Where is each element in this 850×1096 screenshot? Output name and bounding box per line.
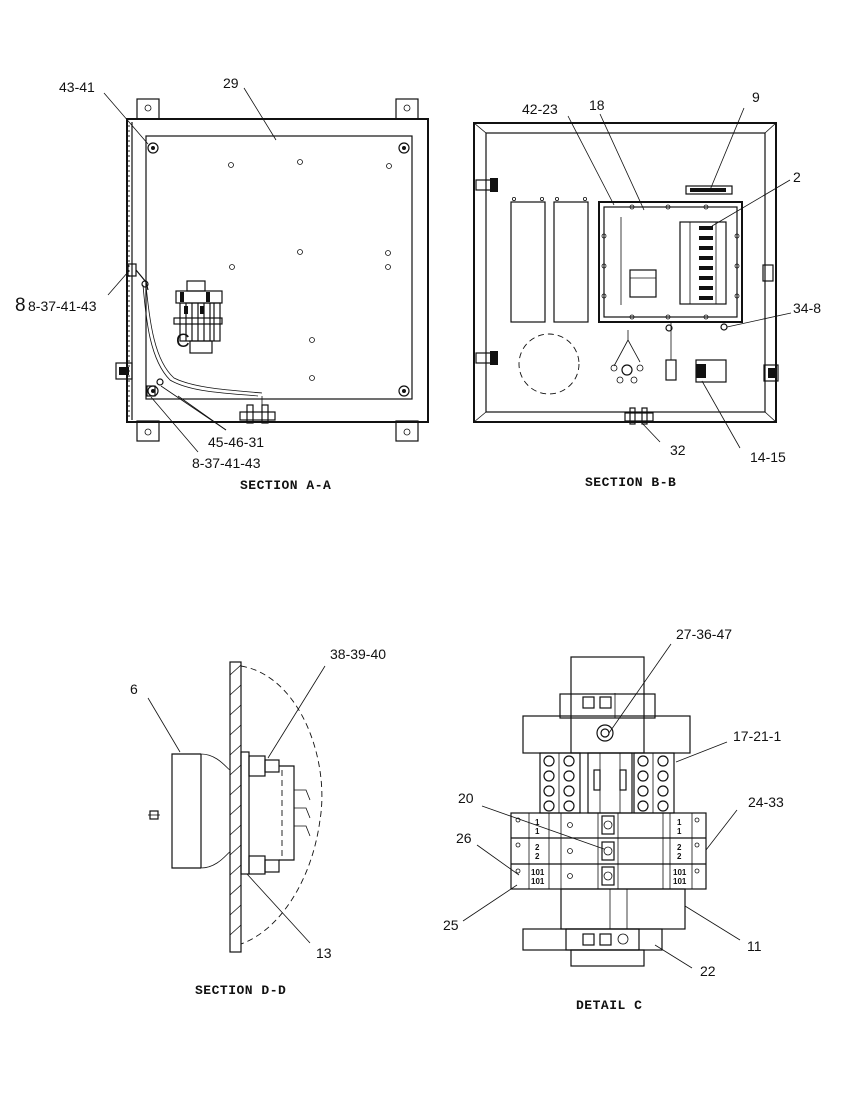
callout-13: 13	[316, 945, 332, 961]
callout-26: 26	[456, 830, 472, 846]
section-bb-view	[473, 122, 779, 425]
wall-hatch	[229, 664, 242, 936]
callout-38-39-40: 38-39-40	[330, 646, 386, 662]
callout-14-15: 14-15	[750, 449, 786, 465]
knockout-plate-right	[553, 201, 589, 323]
section-aa-view: C	[115, 98, 429, 442]
callout-27-36-47: 27-36-47	[676, 626, 732, 642]
callout-17-21-1: 17-21-1	[733, 728, 781, 744]
section-dd-view	[148, 661, 323, 953]
callout-42-23: 42-23	[522, 101, 558, 117]
terminal-mark-left: 2	[535, 852, 540, 861]
center-fastener	[596, 724, 614, 742]
callout-8-left: 8	[15, 295, 26, 316]
door-hinges	[475, 178, 779, 382]
caption-section-dd: SECTION D-D	[195, 983, 286, 998]
callout-8-37-41-43-bottom: 8-37-41-43	[192, 455, 261, 471]
terminal-assembly	[173, 280, 223, 354]
panel-holes	[228, 159, 392, 381]
terminal-mark-right: 2	[677, 852, 682, 861]
terminal-strip-bb	[679, 221, 727, 305]
terminal-mark-right: 2	[677, 843, 682, 852]
upper-terminals	[539, 752, 675, 814]
callout-34-8: 34-8	[793, 300, 821, 316]
detail-c-view: 1 1 2 2 101 101 1 1 2 2 101 101	[510, 656, 707, 967]
back-panel	[145, 135, 413, 400]
callout-18: 18	[589, 97, 605, 113]
terminal-mark-left: 1	[535, 827, 540, 836]
callout-29: 29	[223, 75, 239, 91]
housing-top	[570, 656, 645, 754]
subpanel-screws	[601, 204, 740, 320]
callout-9: 9	[752, 89, 760, 105]
terminal-mark-right: 101	[673, 877, 687, 886]
ground-bracket-bb	[624, 407, 654, 425]
callout-25: 25	[443, 917, 459, 933]
wire-harness	[142, 284, 259, 397]
callout-11: 11	[747, 938, 762, 954]
terminal-mark-right: 1	[677, 827, 682, 836]
cable-fan	[613, 330, 641, 367]
knockout-plate-left	[510, 201, 546, 323]
terminal-mark-left: 2	[535, 843, 540, 852]
enclosure-outline	[126, 118, 429, 423]
terminal-mark-left: 101	[531, 868, 545, 877]
relay-module	[629, 269, 657, 298]
terminal-mark-right: 101	[673, 868, 687, 877]
terminal-mark-right: 1	[677, 818, 682, 827]
ground-bracket-aa	[239, 396, 276, 424]
callout-6: 6	[130, 681, 138, 697]
terminal-mark-left: 1	[535, 818, 540, 827]
control-subpanel	[598, 201, 743, 323]
label-plate	[685, 185, 733, 195]
housing-bottom	[560, 888, 686, 930]
callout-43-41: 43-41	[59, 79, 95, 95]
conduit-knockout	[518, 333, 580, 395]
enclosure-frame-bb	[473, 122, 777, 423]
callout-20: 20	[458, 790, 474, 806]
corner-bolts	[147, 142, 410, 397]
caption-detail-c: DETAIL C	[576, 998, 642, 1013]
mounting-plate	[240, 751, 250, 875]
callout-22: 22	[700, 963, 716, 979]
callout-2: 2	[793, 169, 801, 185]
callout-8-37-41-43-top: 8-37-41-43	[28, 298, 97, 314]
side-clips	[115, 263, 164, 397]
caption-section-aa: SECTION A-A	[240, 478, 331, 493]
door-box	[171, 753, 201, 869]
terminal-mark-left: 101	[531, 877, 545, 886]
caption-section-bb: SECTION B-B	[585, 475, 676, 490]
callout-45-46-31: 45-46-31	[208, 434, 264, 450]
mounting-tabs	[136, 98, 419, 442]
detail-c-marker: C	[176, 331, 190, 352]
callout-32: 32	[670, 442, 686, 458]
callout-24-33: 24-33	[748, 794, 784, 810]
dome-cover	[240, 665, 323, 945]
